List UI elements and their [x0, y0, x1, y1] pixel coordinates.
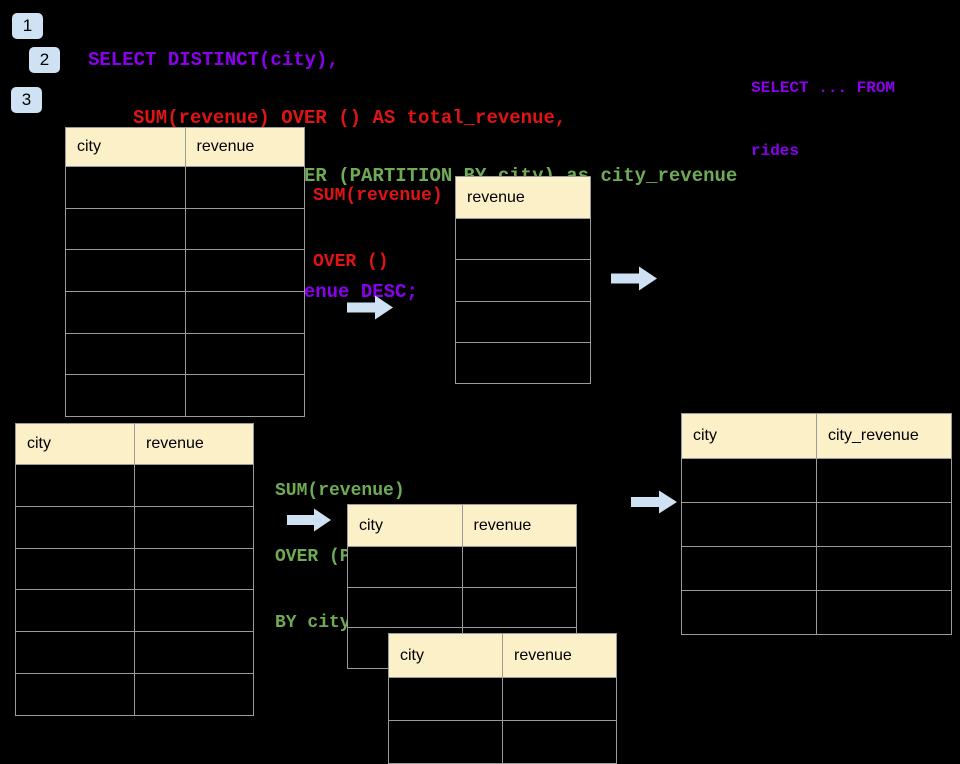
sql-line-total: SUM(revenue) OVER () AS total_revenue,: [133, 107, 567, 129]
annotation-total-revenue: SUM(revenue) OVER (): [313, 141, 443, 295]
table-cell: [456, 260, 590, 301]
column-header-revenue: revenue: [456, 177, 590, 218]
table-cell: [135, 632, 253, 674]
table-cell: [16, 548, 134, 590]
annotation-partition-line-1: SUM(revenue): [275, 481, 405, 501]
table-cell: [16, 590, 134, 632]
table-cell: [66, 292, 185, 333]
step-badge-1: 1: [12, 13, 43, 39]
column-header-revenue: revenue: [503, 634, 616, 677]
table-cell: [16, 465, 134, 506]
table-cell: [185, 167, 304, 208]
table-cell: [682, 459, 816, 502]
table-cell: [66, 333, 185, 375]
table-cell: [682, 591, 816, 634]
column-header-city: city: [348, 505, 462, 546]
table-partition-group-2: city revenue: [388, 633, 617, 764]
table-cell: [682, 503, 816, 546]
table-cell: [66, 167, 185, 208]
table-cell: [682, 547, 816, 590]
column-header-revenue: revenue: [462, 505, 576, 546]
table-cell: [16, 674, 134, 715]
table-cell: [817, 591, 951, 634]
column-header-city-revenue: city_revenue: [817, 414, 951, 458]
table-cell: [185, 208, 304, 250]
table-cell: [185, 375, 304, 416]
column-header-city: city: [16, 424, 134, 464]
sql-line-select: SELECT DISTINCT(city),: [88, 49, 339, 71]
table-source-rides-bottom: city revenue: [15, 423, 254, 716]
table-cell: [462, 547, 576, 587]
table-cell: [135, 465, 253, 506]
table-total-revenue-result: revenue: [455, 176, 591, 384]
annotation-total-line-2: OVER (): [313, 252, 389, 272]
side-note-query: SELECT ... FROM rides: [751, 36, 895, 183]
table-cell: [135, 506, 253, 548]
table-cell: [817, 547, 951, 590]
table-cell: [503, 678, 616, 720]
table-cell: [185, 250, 304, 291]
table-cell: [66, 250, 185, 291]
column-header-revenue: revenue: [135, 424, 253, 464]
table-cell: [135, 590, 253, 632]
column-header-city: city: [66, 128, 185, 166]
table-cell: [348, 587, 462, 628]
flow-arrow-icon: [631, 490, 677, 514]
table-cell: [185, 333, 304, 375]
table-cell: [135, 674, 253, 715]
annotation-total-line-1: SUM(revenue): [313, 186, 443, 206]
table-cell: [503, 721, 616, 763]
column-header-revenue: revenue: [185, 128, 304, 166]
table-cell: [817, 503, 951, 546]
table-cell: [66, 375, 185, 416]
side-note-line-1: SELECT ... FROM: [751, 79, 896, 97]
table-cell: [389, 721, 502, 763]
table-cell: [456, 301, 590, 342]
table-cell: [456, 219, 590, 260]
table-cell: [817, 459, 951, 502]
table-cell: [348, 547, 462, 587]
column-header-city: city: [389, 634, 502, 677]
table-cell: [185, 292, 304, 333]
flow-arrow-icon: [287, 508, 331, 532]
table-cell: [66, 208, 185, 250]
table-cell: [389, 678, 502, 720]
table-source-rides-top: city revenue: [65, 127, 305, 417]
table-city-revenue-result: city city_revenue: [681, 413, 952, 635]
flow-arrow-icon: [347, 295, 393, 320]
table-cell: [462, 587, 576, 628]
step-badge-3: 3: [11, 87, 42, 113]
flow-arrow-icon: [611, 266, 657, 291]
table-cell: [16, 506, 134, 548]
table-cell: [135, 548, 253, 590]
side-note-line-2: rides: [751, 142, 800, 160]
table-cell: [456, 342, 590, 383]
step-badge-2: 2: [29, 47, 60, 73]
column-header-city: city: [682, 414, 816, 458]
table-cell: [16, 632, 134, 674]
